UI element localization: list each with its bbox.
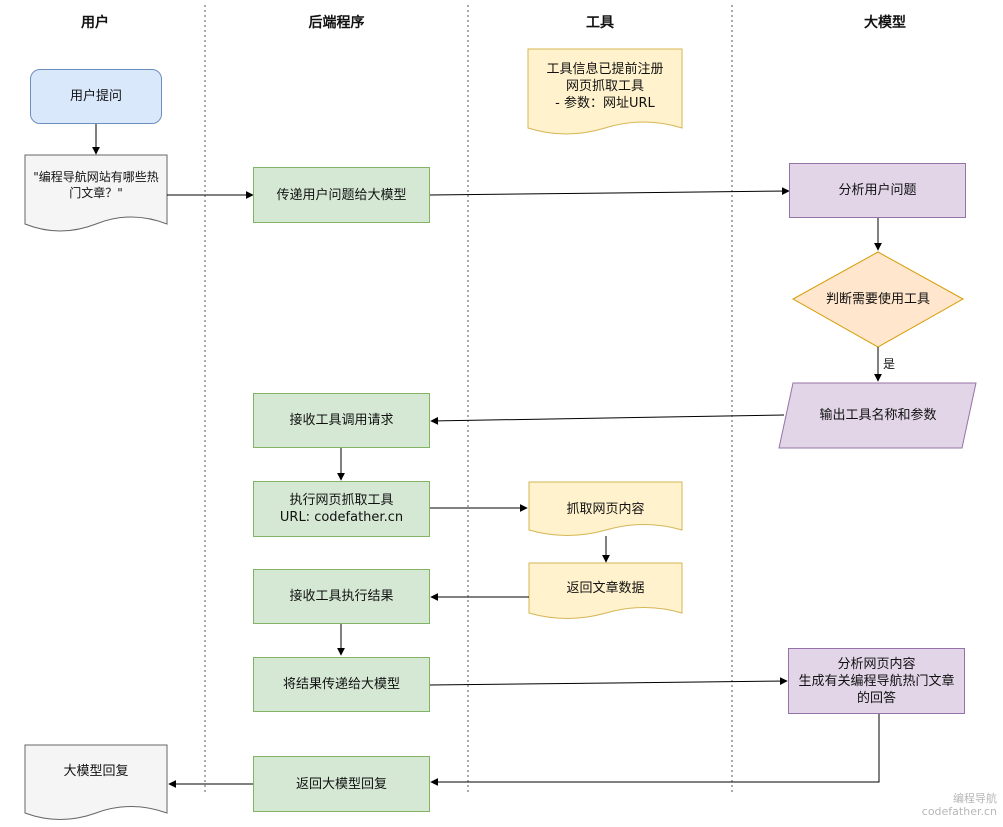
- connector-arrow: [429, 677, 788, 686]
- user-question-node: 用户提问: [30, 69, 162, 124]
- tool-info-label: 工具信息已提前注册 网页抓取工具 - 参数：网址URL: [546, 61, 664, 111]
- return-data-shape: [528, 562, 683, 619]
- decide-tool-shape: [791, 251, 965, 348]
- lane-title-llm: 大模型: [864, 15, 906, 31]
- fetch-content-label: 抓取网页内容: [566, 501, 645, 517]
- question-text-label: "编程导航网站有哪些热 门文章？": [33, 170, 159, 200]
- decide-tool-label: 判断需要使用工具: [825, 291, 930, 307]
- receive-call-node: 接收工具调用请求: [253, 393, 430, 448]
- lane-title-backend: 后端程序: [308, 15, 365, 31]
- analyze-content-node: 分析网页内容 生成有关编程导航热门文章 的回答: [788, 648, 965, 714]
- pass-question-node: 传递用户问题给大模型: [253, 167, 430, 223]
- question-text-shape: [24, 154, 168, 232]
- watermark-line2: codefather.cn: [921, 805, 997, 818]
- watermark-line1: 编程导航: [953, 792, 997, 805]
- connector-arrow: [430, 714, 880, 786]
- analyze-question-node: 分析用户问题: [789, 163, 966, 218]
- connector-arrow: [430, 414, 785, 425]
- output-tool-shape: [778, 382, 977, 449]
- connector-arrow: [429, 187, 790, 196]
- receive-result-node: 接收工具执行结果: [253, 569, 430, 624]
- pass-result-node: 将结果传递给大模型: [253, 657, 430, 712]
- output-tool-label: 输出工具名称和参数: [819, 407, 937, 423]
- lane-title-user: 用户: [81, 15, 109, 31]
- execute-tool-node: 执行网页抓取工具 URL: codefather.cn: [253, 481, 430, 537]
- return-data-label: 返回文章数据: [566, 580, 645, 596]
- fetch-content-shape: [528, 481, 683, 536]
- llm-reply-label: 大模型回复: [63, 763, 129, 779]
- decision-yes-label: 是: [883, 357, 896, 371]
- lane-title-tool: 工具: [586, 15, 614, 31]
- watermark: 编程导航 codefather.cn: [922, 792, 997, 818]
- tool-info-shape: [527, 48, 683, 135]
- return-reply-node: 返回大模型回复: [253, 756, 430, 812]
- llm-reply-shape: [24, 744, 168, 820]
